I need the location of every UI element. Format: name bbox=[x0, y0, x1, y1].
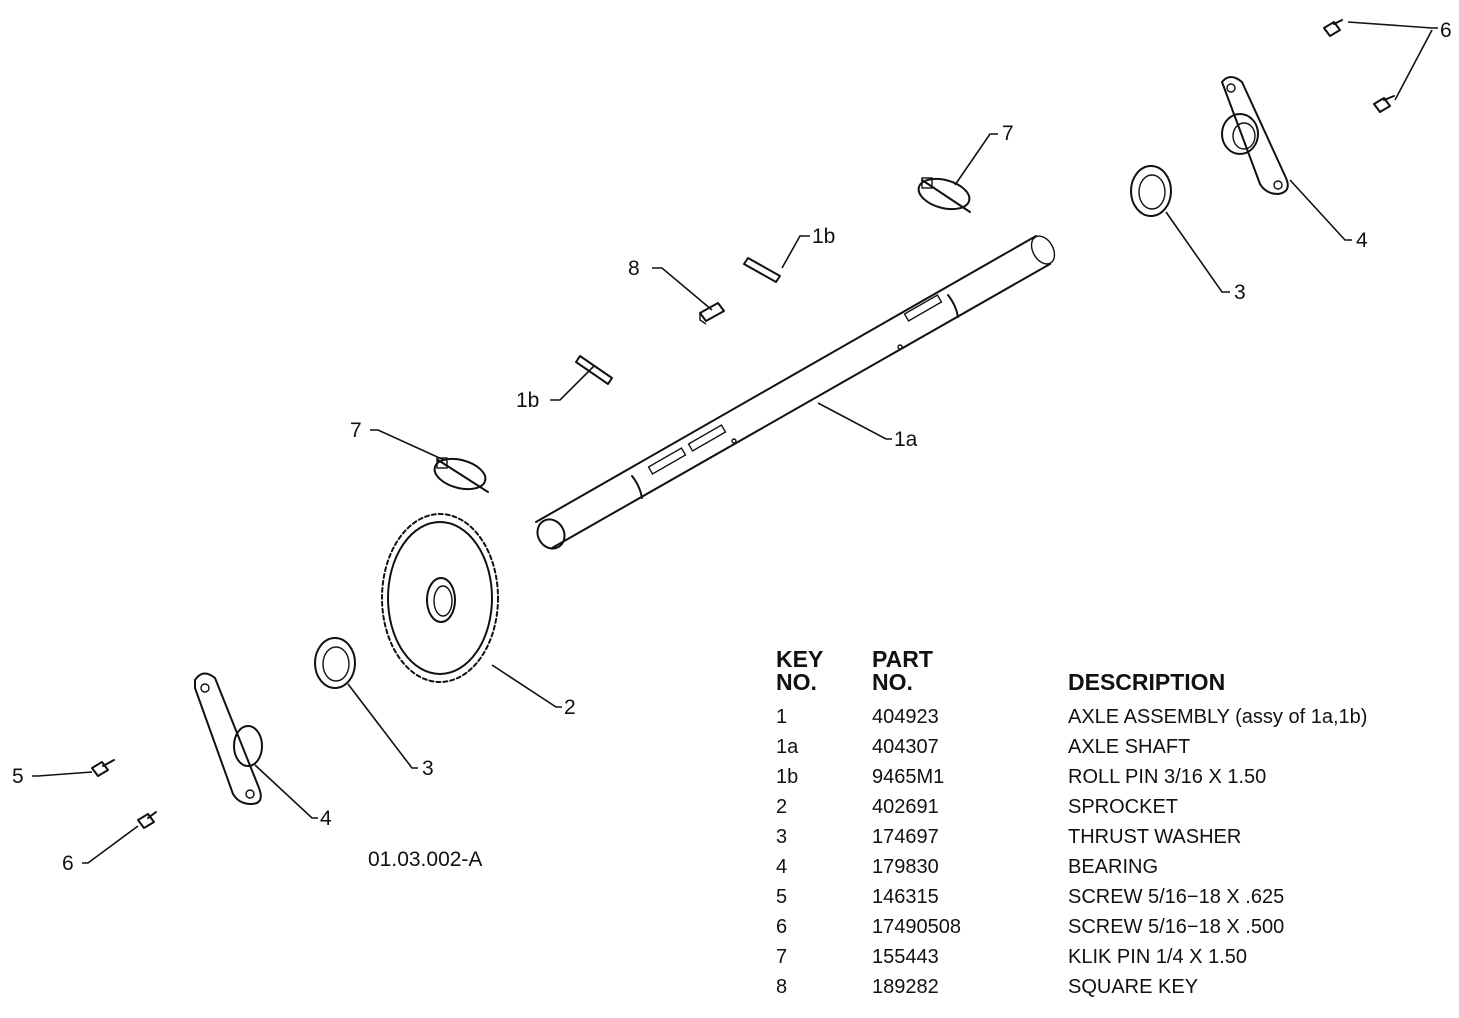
header-description: DESCRIPTION bbox=[1068, 648, 1367, 702]
key-no-cell: 1 bbox=[776, 706, 788, 728]
part-no-cell: 404923 bbox=[872, 706, 939, 728]
header-description-line2: DESCRIPTION bbox=[1068, 669, 1226, 695]
roll-pin-top bbox=[743, 257, 781, 283]
table-row: 3 174697 THRUST WASHER bbox=[776, 822, 1367, 852]
table-row: 5 146315 SCREW 5/16−18 X .625 bbox=[776, 882, 1367, 912]
part-no-cell: 146315 bbox=[872, 886, 939, 908]
description-cell: THRUST WASHER bbox=[1068, 826, 1242, 848]
key-no-cell: 6 bbox=[776, 916, 788, 938]
table-row: 8 189282 SQUARE KEY bbox=[776, 972, 1367, 1002]
leader-lines bbox=[32, 21, 1438, 864]
description-cell: ROLL PIN 3/16 X 1.50 bbox=[1068, 766, 1267, 788]
callout-3-left: 3 bbox=[422, 757, 434, 780]
key-no-cell: 5 bbox=[776, 886, 788, 908]
key-no-cell: 2 bbox=[776, 796, 788, 818]
klik-pin-left bbox=[433, 457, 489, 493]
part-no-cell: 9465M1 bbox=[872, 766, 945, 788]
description-cell: AXLE ASSEMBLY (assy of 1a,1b) bbox=[1068, 706, 1368, 728]
description-cell: BEARING bbox=[1068, 856, 1159, 878]
part-no-cell: 404307 bbox=[872, 736, 939, 758]
description-cell: SCREW 5/16−18 X .500 bbox=[1068, 916, 1285, 938]
description-cell: KLIK PIN 1/4 X 1.50 bbox=[1068, 946, 1247, 968]
key-no-cell: 7 bbox=[776, 946, 788, 968]
key-no-cell: 8 bbox=[776, 976, 788, 998]
part-no-cell: 189282 bbox=[872, 976, 939, 998]
callout-3-right: 3 bbox=[1234, 281, 1246, 304]
callout-1b-top: 1b bbox=[812, 225, 835, 248]
header-part-line2: NO. bbox=[872, 669, 913, 695]
part-no-cell: 179830 bbox=[872, 856, 939, 878]
table-row: 2 402691 SPROCKET bbox=[776, 792, 1367, 822]
header-key-line1: KEY bbox=[776, 646, 824, 672]
screw-6-right bbox=[1373, 95, 1395, 113]
header-key-no: KEY NO. bbox=[776, 648, 872, 702]
table-row: 1a 404307 AXLE SHAFT bbox=[776, 732, 1367, 762]
description-cell: SCREW 5/16−18 X .625 bbox=[1068, 886, 1285, 908]
roll-pin-mid bbox=[575, 355, 613, 385]
description-cell: SQUARE KEY bbox=[1068, 976, 1199, 998]
figure-code: 01.03.002-A bbox=[368, 848, 483, 871]
callout-2: 2 bbox=[564, 696, 576, 719]
callout-1a: 1a bbox=[894, 428, 918, 451]
screw-6-top bbox=[1323, 19, 1343, 37]
thrust-washer-left bbox=[314, 637, 356, 689]
key-no-cell: 1b bbox=[776, 766, 799, 788]
sprocket bbox=[381, 513, 499, 683]
description-cell: SPROCKET bbox=[1068, 796, 1179, 818]
key-no-cell: 1a bbox=[776, 736, 799, 758]
table-row: 1b 9465M1 ROLL PIN 3/16 X 1.50 bbox=[776, 762, 1367, 792]
bearing-left bbox=[194, 672, 263, 805]
key-no-cell: 4 bbox=[776, 856, 788, 878]
callout-4-left: 4 bbox=[320, 807, 332, 830]
table-row: 6 17490508 SCREW 5/16−18 X .500 bbox=[776, 912, 1367, 942]
callout-7-left: 7 bbox=[350, 419, 362, 442]
axle-shaft bbox=[535, 235, 1056, 550]
callout-6-top: 6 bbox=[1440, 19, 1452, 42]
screw-6-left bbox=[137, 811, 157, 829]
table-row: 1 404923 AXLE ASSEMBLY (assy of 1a,1b) bbox=[776, 702, 1367, 732]
thrust-washer-right bbox=[1130, 165, 1172, 217]
part-no-cell: 17490508 bbox=[872, 916, 961, 938]
screw-5 bbox=[91, 759, 115, 777]
header-key-line2: NO. bbox=[776, 669, 817, 695]
callout-7-top: 7 bbox=[1002, 122, 1014, 145]
callout-8: 8 bbox=[628, 257, 640, 280]
part-no-cell: 155443 bbox=[872, 946, 939, 968]
callout-6-left: 6 bbox=[62, 852, 74, 875]
part-no-cell: 174697 bbox=[872, 826, 939, 848]
table-row: 4 179830 BEARING bbox=[776, 852, 1367, 882]
parts-table-header: KEY NO. PART NO. DESCRIPTION bbox=[776, 648, 1367, 702]
description-cell: AXLE SHAFT bbox=[1068, 736, 1191, 758]
callout-1b-mid: 1b bbox=[516, 389, 539, 412]
table-row: 7 155443 KLIK PIN 1/4 X 1.50 bbox=[776, 942, 1367, 972]
bearing-right bbox=[1221, 76, 1289, 195]
square-key bbox=[699, 302, 725, 325]
header-part-line1: PART bbox=[872, 646, 933, 672]
key-no-cell: 3 bbox=[776, 826, 788, 848]
callout-5: 5 bbox=[12, 765, 24, 788]
klik-pin-right bbox=[917, 177, 971, 213]
part-no-cell: 402691 bbox=[872, 796, 939, 818]
header-part-no: PART NO. bbox=[872, 648, 1068, 702]
callout-4-right: 4 bbox=[1356, 229, 1368, 252]
